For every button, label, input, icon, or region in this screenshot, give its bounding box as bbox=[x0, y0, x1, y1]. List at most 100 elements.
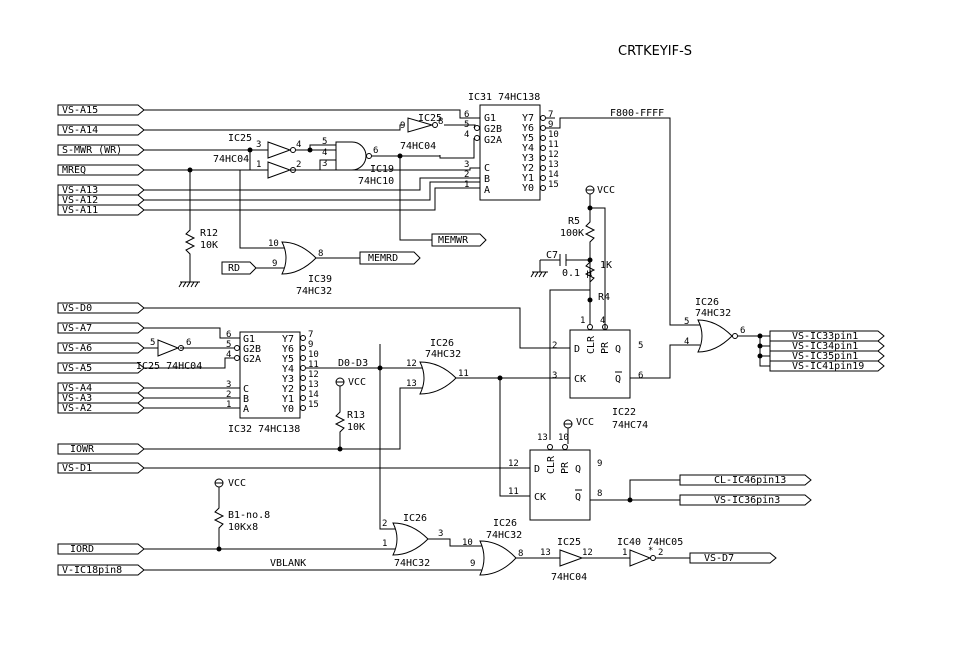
memwr-flag bbox=[431, 233, 487, 247]
svg-text:9: 9 bbox=[597, 459, 602, 469]
net-d0-d3: D0-D3 bbox=[338, 358, 368, 369]
svg-text:B: B bbox=[484, 174, 490, 185]
svg-text:2: 2 bbox=[552, 341, 557, 351]
label-vs-a11: VS-A11 bbox=[62, 205, 98, 216]
ic31-label: IC31 74HC138 bbox=[468, 92, 540, 103]
svg-text:74HC10: 74HC10 bbox=[358, 176, 394, 187]
svg-text:G1: G1 bbox=[243, 334, 255, 345]
svg-text:IC40 74HC05: IC40 74HC05 bbox=[617, 537, 683, 548]
svg-text:R12: R12 bbox=[200, 228, 218, 239]
svg-text:IC26: IC26 bbox=[493, 518, 517, 529]
label-vs-a13: VS-A13 bbox=[62, 185, 98, 196]
rd-flag bbox=[221, 261, 257, 275]
svg-text:6: 6 bbox=[464, 110, 469, 120]
svg-text:6: 6 bbox=[226, 330, 231, 340]
svg-text:1: 1 bbox=[622, 548, 627, 558]
label-s-mwr: S-MWR (WR) bbox=[62, 145, 122, 156]
svg-text:4: 4 bbox=[684, 337, 689, 347]
svg-text:VCC: VCC bbox=[228, 478, 246, 489]
schematic-title: CRTKEYIF-S bbox=[618, 44, 692, 59]
net-rd: RD bbox=[228, 263, 240, 274]
svg-text:R4: R4 bbox=[598, 292, 610, 303]
svg-text:3: 3 bbox=[438, 529, 443, 539]
svg-text:2: 2 bbox=[658, 548, 663, 558]
svg-text:2: 2 bbox=[226, 390, 231, 400]
svg-text:6: 6 bbox=[638, 371, 643, 381]
svg-text:G1: G1 bbox=[484, 113, 496, 124]
svg-text:C: C bbox=[484, 163, 490, 174]
svg-text:1: 1 bbox=[226, 400, 231, 410]
svg-text:1: 1 bbox=[256, 160, 261, 170]
svg-text:Y4: Y4 bbox=[522, 143, 534, 154]
wires-ic32 bbox=[144, 327, 422, 409]
svg-text:IC26: IC26 bbox=[430, 338, 454, 349]
svg-text:Q: Q bbox=[575, 492, 581, 503]
label-vs-a12: VS-A12 bbox=[62, 195, 98, 206]
svg-text:IC25 74HC04: IC25 74HC04 bbox=[136, 361, 202, 372]
svg-text:100K: 100K bbox=[560, 228, 584, 239]
svg-text:74HC04: 74HC04 bbox=[551, 572, 587, 583]
svg-text:Q: Q bbox=[615, 374, 621, 385]
svg-text:Y6: Y6 bbox=[282, 344, 294, 355]
svg-text:74HC32: 74HC32 bbox=[695, 308, 731, 319]
svg-text:12: 12 bbox=[508, 459, 519, 469]
svg-text:14: 14 bbox=[548, 170, 559, 180]
label-vs-ic41: VS-IC41pin19 bbox=[792, 361, 864, 372]
svg-text:IC22: IC22 bbox=[612, 407, 636, 418]
label-mreq: MREQ bbox=[62, 165, 86, 176]
label-iord: IORD bbox=[70, 544, 94, 555]
svg-text:15: 15 bbox=[308, 400, 319, 410]
svg-text:Y1: Y1 bbox=[522, 173, 534, 184]
label-vs-ic34: VS-IC34pin1 bbox=[792, 341, 858, 352]
svg-text:R5: R5 bbox=[568, 216, 580, 227]
net-memwr: MEMWR bbox=[438, 235, 469, 246]
wires-ic31 bbox=[144, 109, 700, 326]
svg-text:8: 8 bbox=[438, 117, 443, 127]
svg-text:6: 6 bbox=[186, 338, 191, 348]
svg-text:5: 5 bbox=[322, 137, 327, 147]
svg-text:IC19: IC19 bbox=[370, 164, 394, 175]
svg-text:IC26: IC26 bbox=[403, 513, 427, 524]
wires-right-out bbox=[738, 330, 885, 372]
svg-text:74HC32: 74HC32 bbox=[425, 349, 461, 360]
svg-text:9: 9 bbox=[400, 121, 405, 131]
vcc-r5-r4-c7: VCC R5 100K 1K R4 C7 0.1 μ bbox=[530, 185, 615, 440]
label-vs-d7: VS-D7 bbox=[704, 553, 734, 564]
svg-text:13: 13 bbox=[308, 380, 319, 390]
svg-text:Y0: Y0 bbox=[522, 183, 534, 194]
svg-text:10K: 10K bbox=[200, 240, 218, 251]
svg-text:G2A: G2A bbox=[243, 354, 261, 365]
svg-text:74HC32: 74HC32 bbox=[296, 286, 332, 297]
ic32-decoder: IC32 74HC138 G1 G2B G2A C B A Y7 Y6 Y5 Y… bbox=[226, 330, 319, 435]
svg-text:4: 4 bbox=[600, 316, 605, 326]
svg-text:10: 10 bbox=[308, 350, 319, 360]
svg-text:2: 2 bbox=[464, 170, 469, 180]
svg-text:B: B bbox=[243, 394, 249, 405]
input-flags bbox=[57, 104, 145, 576]
label-cl-ic46: CL-IC46pin13 bbox=[714, 475, 786, 486]
svg-text:1: 1 bbox=[382, 539, 387, 549]
ic40-open-collector: 1 2 * IC40 74HC05 bbox=[617, 537, 683, 567]
svg-text:G2A: G2A bbox=[484, 135, 502, 146]
svg-text:9: 9 bbox=[548, 120, 553, 130]
svg-text:3: 3 bbox=[464, 160, 469, 170]
svg-text:6: 6 bbox=[740, 326, 745, 336]
svg-text:11: 11 bbox=[458, 369, 469, 379]
svg-text:PR: PR bbox=[600, 341, 611, 354]
svg-text:C7: C7 bbox=[546, 250, 558, 261]
svg-text:3: 3 bbox=[226, 380, 231, 390]
svg-text:5: 5 bbox=[226, 340, 231, 350]
net-memrd: MEMRD bbox=[368, 253, 398, 264]
svg-text:6: 6 bbox=[373, 146, 378, 156]
svg-text:*: * bbox=[648, 546, 653, 556]
label-vs-a5: VS-A5 bbox=[62, 363, 92, 374]
svg-text:10Kx8: 10Kx8 bbox=[228, 522, 258, 533]
label-v-ic18: V-IC18pin8 bbox=[62, 565, 122, 576]
svg-text:A: A bbox=[243, 404, 249, 415]
svg-text:PR: PR bbox=[560, 461, 571, 474]
